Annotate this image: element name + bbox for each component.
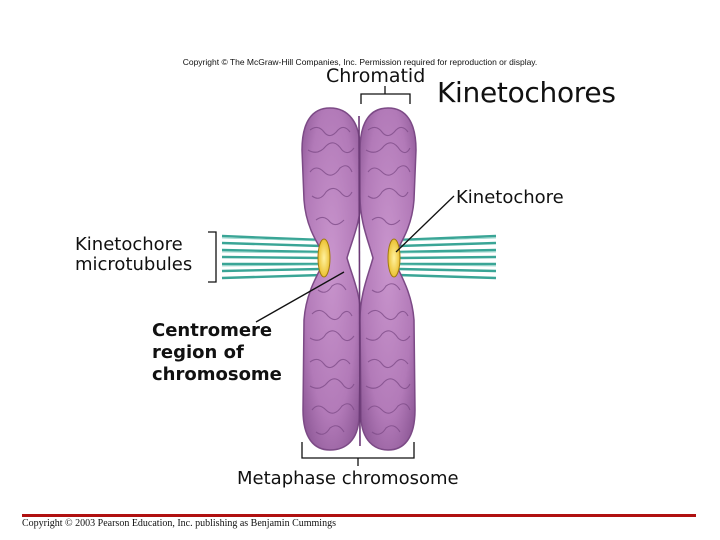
microtubules-label-line2: microtubules <box>75 254 193 275</box>
footer-divider <box>22 514 696 517</box>
copyright-notice-top: Copyright © The McGraw-Hill Companies, I… <box>182 57 538 67</box>
microtubules-label-line1: Kinetochore <box>75 234 183 255</box>
centromere-label-line3: chromosome <box>152 364 282 385</box>
copyright-notice-bottom: Copyright © 2003 Pearson Education, Inc.… <box>22 518 336 529</box>
microtubules-label: Kinetochore microtubules <box>75 235 192 275</box>
kinetochore-left <box>317 238 331 278</box>
centromere-label-line2: region of <box>152 342 244 363</box>
chromatin-folds <box>307 126 411 435</box>
microtubules-right <box>397 234 497 280</box>
chromatid-bracket <box>360 86 411 104</box>
kinetochore-label: Kinetochore <box>456 187 564 208</box>
kinetochore-leader-line <box>395 195 455 253</box>
centromere-label: Centromere region of chromosome <box>152 320 282 386</box>
metaphase-bracket <box>301 442 415 466</box>
centromere-leader-line <box>255 271 345 323</box>
page-title: Kinetochores <box>437 76 616 109</box>
centromere-label-line1: Centromere <box>152 320 273 341</box>
chromatid-right <box>359 107 417 451</box>
sister-chromatid-seam <box>358 115 361 447</box>
microtubules-left <box>221 234 323 280</box>
chromatid-label: Chromatid <box>326 65 426 87</box>
kinetochore-right <box>387 238 401 278</box>
metaphase-chromosome-label: Metaphase chromosome <box>237 468 459 489</box>
microtubules-bracket <box>208 231 217 283</box>
